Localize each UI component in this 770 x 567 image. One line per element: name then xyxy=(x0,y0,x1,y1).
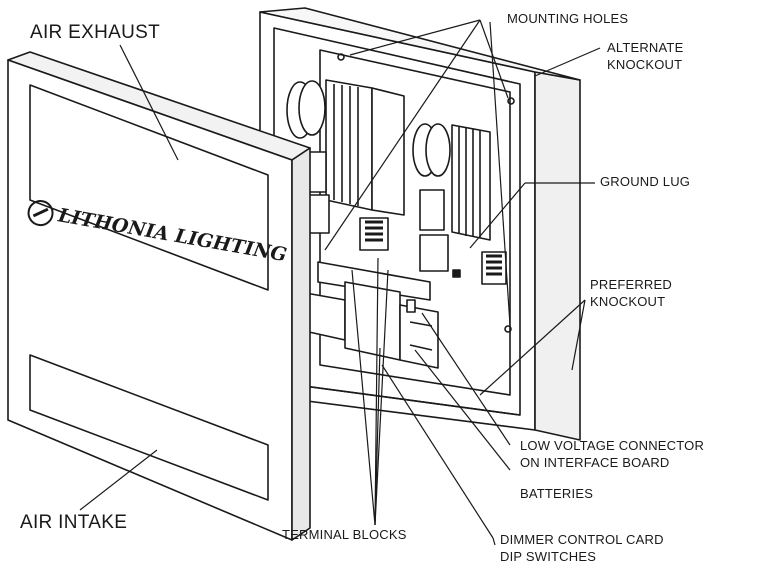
label-batteries: BATTERIES xyxy=(520,486,594,501)
label-mounting-holes: MOUNTING HOLES xyxy=(507,11,629,26)
mounting-holes xyxy=(337,53,515,333)
label-preferred-knockout-line2: KNOCKOUT xyxy=(590,294,666,309)
lithonia-logo-icon xyxy=(25,198,56,229)
right-dimmer-module xyxy=(412,123,507,285)
label-dimmer-line1: DIMMER CONTROL CARD xyxy=(500,532,664,547)
label-alternate-knockout-line2: KNOCKOUT xyxy=(607,57,683,72)
label-low-voltage-line2: ON INTERFACE BOARD xyxy=(520,455,670,470)
label-air-intake: AIR INTAKE xyxy=(20,512,128,533)
label-low-voltage-line1: LOW VOLTAGE CONNECTOR xyxy=(520,438,705,453)
leader-lines xyxy=(79,19,601,546)
label-preferred-knockout-line1: PREFERRED xyxy=(590,277,672,292)
label-air-exhaust: AIR EXHAUST xyxy=(30,22,160,43)
front-cover xyxy=(7,51,311,541)
label-terminal-blocks: TERMINAL BLOCKS xyxy=(282,527,407,542)
label-alternate-knockout-line1: ALTERNATE xyxy=(607,40,684,55)
label-ground-lug: GROUND LUG xyxy=(600,174,691,189)
label-dimmer-line2: DIP SWITCHES xyxy=(500,549,597,564)
